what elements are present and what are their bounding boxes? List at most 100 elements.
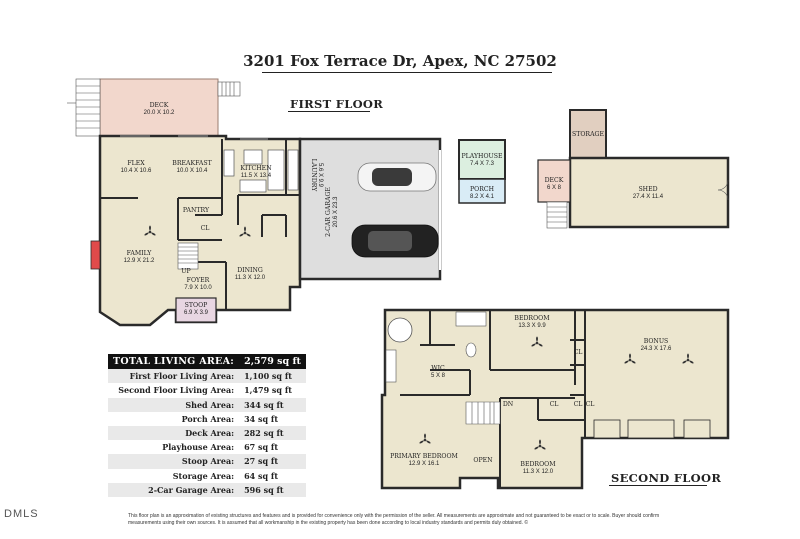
- second-floor-label: SECOND FLOOR: [611, 471, 722, 485]
- page-title: 3201 Fox Terrace Dr, Apex, NC 27502: [243, 52, 557, 70]
- room-name: BONUS: [644, 338, 669, 345]
- room-dimensions: 11.3 X 12.0: [235, 275, 266, 281]
- room-dimensions: 10.0 X 10.4: [177, 168, 208, 174]
- garage-area: [298, 137, 442, 281]
- title-underline: [262, 72, 552, 73]
- area-label: Porch Area:: [108, 411, 240, 426]
- playhouse-plan: PLAYHOUSE 7.4 X 7.3 PORCH 8.2 X 4.1: [458, 139, 506, 204]
- room-name: DINING: [237, 267, 263, 274]
- room-dimensions: 20.0 X 10.2: [144, 110, 175, 116]
- table-row: Stoop Area: 27 sq ft: [108, 454, 306, 469]
- room-dimensions: 13.3 X 9.9: [518, 323, 546, 329]
- room-name: FLEX: [127, 160, 145, 167]
- closet-label: CL: [574, 401, 583, 408]
- room-dimensions: 5.6 X 9.9: [317, 163, 323, 188]
- room-dimensions: 6 X 8: [547, 185, 562, 191]
- area-value: 27 sq ft: [239, 454, 306, 469]
- room-name: BEDROOM: [520, 461, 556, 468]
- room-name: CL: [201, 225, 210, 232]
- area-label: Deck Area:: [108, 425, 240, 441]
- room-dimensions: 12.9 X 21.2: [124, 258, 155, 264]
- room-name: 2-CAR GARAGE: [325, 187, 332, 237]
- area-value: 34 sq ft: [239, 411, 306, 426]
- mls-logo: DMLS: [4, 508, 39, 520]
- fireplace: [90, 240, 101, 270]
- room-name: FAMILY: [127, 250, 153, 257]
- area-value: 2,579 sq ft: [239, 354, 306, 370]
- closet-label: CL: [574, 349, 583, 356]
- table-row: Playhouse Area: 67 sq ft: [108, 440, 306, 455]
- room-name: PLAYHOUSE: [461, 153, 502, 160]
- stairs-down-label: DN: [503, 401, 514, 408]
- shed-plan: STORAGE DECK 6 X 8 SHED 27.4 X 11.4: [537, 109, 730, 229]
- room-name: DECK: [545, 177, 564, 184]
- area-value: 282 sq ft: [239, 425, 306, 441]
- room-dimensions: 24.3 X 17.6: [641, 346, 672, 352]
- stairs-up-label: UP: [181, 268, 190, 275]
- disclaimer-text: This floor plan is an approximation of e…: [128, 513, 660, 526]
- open-area-label: OPEN: [473, 457, 493, 464]
- room-dimensions: 6.9 X 3.9: [184, 310, 209, 316]
- room-dimensions: 12.9 X 16.1: [409, 461, 440, 467]
- room-dimensions: 11.5 X 13.4: [241, 173, 272, 179]
- room-dimensions: 7.4 X 7.3: [470, 161, 495, 167]
- area-label: Stoop Area:: [108, 454, 240, 469]
- room-dimensions: 8.2 X 4.1: [470, 194, 495, 200]
- first-floor-plan: DECK 20.0 X 10.2 FLEX 10.4 X 10.6 BREAKF…: [67, 78, 442, 327]
- second-floor-stairs: [465, 401, 501, 425]
- car-icon: [357, 162, 437, 192]
- area-value: 67 sq ft: [239, 440, 306, 455]
- room-name: PRIMARY BEDROOM: [390, 453, 458, 460]
- room-dimensions: 7.9 X 10.0: [184, 285, 212, 291]
- area-summary-table: TOTAL LIVING AREA: 2,579 sq ft First Flo…: [108, 354, 306, 497]
- area-label: Second Floor Living Area:: [108, 383, 240, 398]
- table-row: Porch Area: 34 sq ft: [108, 411, 306, 426]
- table-row: Deck Area: 282 sq ft: [108, 425, 306, 441]
- car-icon: [351, 224, 439, 258]
- room-name: SHED: [638, 186, 657, 193]
- room-dimensions: 27.4 X 11.4: [633, 194, 664, 200]
- foyer-stairs: [177, 242, 199, 270]
- room-name: WIC: [431, 365, 445, 372]
- room-name: BEDROOM: [514, 315, 550, 322]
- area-label: First Floor Living Area:: [108, 369, 240, 384]
- room-name: DECK: [150, 102, 169, 109]
- room-name: LAUNDRY: [310, 159, 317, 193]
- table-row: First Floor Living Area: 1,100 sq ft: [108, 369, 306, 384]
- deck-stairs-right: [217, 81, 241, 97]
- room-name: BREAKFAST: [172, 160, 212, 167]
- stoop-area: [175, 297, 217, 323]
- table-row: Second Floor Living Area: 1,479 sq ft: [108, 383, 306, 398]
- room-dimensions: 10.4 X 10.6: [121, 168, 152, 174]
- room-name: KITCHEN: [240, 165, 272, 172]
- room-name: FOYER: [187, 277, 210, 284]
- room-name: STORAGE: [572, 131, 605, 138]
- first-floor-underline: [288, 111, 370, 112]
- table-row: Shed Area: 344 sq ft: [108, 397, 306, 412]
- room-dimensions: 11.3 X 12.0: [523, 469, 554, 475]
- area-label: Storage Area:: [108, 468, 240, 483]
- area-value: 64 sq ft: [239, 468, 306, 483]
- area-value: 1,479 sq ft: [239, 383, 306, 398]
- room-name: STOOP: [185, 302, 208, 309]
- closet-label: CL: [550, 401, 559, 408]
- area-label: 2-Car Garage Area:: [108, 482, 240, 497]
- table-row: Storage Area: 64 sq ft: [108, 468, 306, 483]
- area-value: 344 sq ft: [239, 397, 306, 412]
- area-label: Playhouse Area:: [108, 440, 240, 455]
- room-dimensions: 20.6 X 23.3: [333, 196, 339, 227]
- room-name: PANTRY: [183, 207, 210, 214]
- closet-label: CL: [586, 401, 595, 408]
- room-dimensions: 5 X 8: [431, 373, 446, 379]
- total-area-row: TOTAL LIVING AREA: 2,579 sq ft: [108, 354, 306, 370]
- first-floor-label: FIRST FLOOR: [290, 97, 384, 111]
- table-row: 2-Car Garage Area: 596 sq ft: [108, 482, 306, 497]
- second-floor-plan: BEDROOM 13.3 X 9.9 BONUS 24.3 X 17.6 WIC…: [380, 308, 730, 490]
- second-floor-underline: [609, 485, 707, 486]
- area-value: 1,100 sq ft: [239, 369, 306, 384]
- room-name: PORCH: [470, 186, 495, 193]
- area-value: 596 sq ft: [239, 482, 306, 497]
- area-label: TOTAL LIVING AREA:: [108, 354, 240, 370]
- area-label: Shed Area:: [108, 397, 240, 412]
